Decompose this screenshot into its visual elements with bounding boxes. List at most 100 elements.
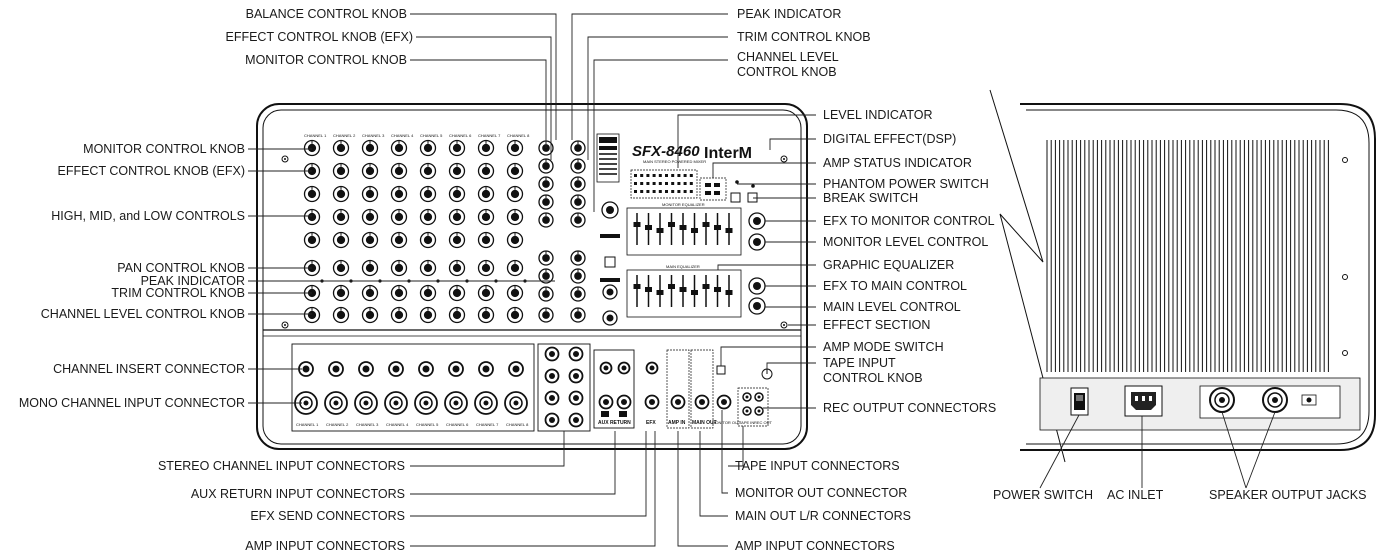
label-channel-level: CHANNEL LEVEL (737, 50, 839, 64)
trim-knob (419, 284, 437, 302)
trim-knob (477, 284, 495, 302)
low-eq-knob (332, 231, 350, 249)
monitor-knob (390, 139, 408, 157)
mid-eq-knob (332, 208, 350, 226)
leader-lines (248, 13, 1276, 547)
eq-slider-cap (668, 222, 675, 227)
monitor-equalizer-label: MONITOR EQUALIZER (662, 202, 705, 207)
label-efx-to-main-control: EFX TO MAIN CONTROL (823, 279, 967, 293)
mid-eq-knob (361, 208, 379, 226)
efx-label: EFX (646, 420, 656, 426)
eq-slider-cap (668, 284, 675, 289)
insert-jack-icon (328, 361, 344, 377)
insert-jack-icon (478, 361, 494, 377)
eq-slider-cap (656, 228, 664, 233)
mid-eq-knob (506, 208, 524, 226)
main-eq-sliders (633, 275, 733, 307)
low-eq-knob (448, 231, 466, 249)
digital-effect-block (596, 133, 620, 183)
label-channel-level-control-knob: CHANNEL LEVEL CONTROL KNOB (41, 307, 245, 321)
svg-text:CHANNEL 6: CHANNEL 6 (446, 422, 469, 427)
monitor-eq-sliders (633, 213, 733, 245)
stereo-jack-icon (544, 412, 560, 428)
monitor-knob (448, 139, 466, 157)
eq-slider-cap (633, 284, 641, 289)
svg-text:CHANNEL 1: CHANNEL 1 (296, 422, 319, 427)
label-trim-control-knob: TRIM CONTROL KNOB (737, 30, 871, 44)
stereo-knob (570, 286, 586, 302)
speaker-output-jacks (1199, 385, 1341, 419)
label-rec-output-connectors: REC OUTPUT CONNECTORS (823, 401, 996, 415)
pan-knob (332, 259, 350, 277)
channel-header: CHANNEL 2 (333, 133, 356, 138)
label-digital-effect: DIGITAL EFFECT(DSP) (823, 132, 956, 146)
eq-slider-cap (714, 287, 721, 292)
high-eq-knob (477, 185, 495, 203)
eq-slider-cap (725, 228, 733, 233)
screw-icons (281, 155, 788, 329)
channel-insert-connectors (298, 361, 524, 377)
eq-slider-cap (702, 284, 710, 289)
label-phantom-power-switch: PHANTOM POWER SWITCH (823, 177, 989, 191)
stereo-jack-icon (544, 346, 560, 362)
label-graphic-equalizer: GRAPHIC EQUALIZER (823, 258, 954, 272)
label-control-knob: CONTROL KNOB (737, 65, 837, 79)
stereo-knob (570, 268, 586, 284)
low-eq-knob (419, 231, 437, 249)
monitor-knob (361, 139, 379, 157)
level-knob (419, 306, 437, 324)
channel-header: CHANNEL 3 (362, 133, 385, 138)
channel-knob-grid (303, 139, 527, 324)
efx-knob (361, 162, 379, 180)
trim-knob (506, 284, 524, 302)
label-tape-input-connectors: TAPE INPUT CONNECTORS (735, 459, 900, 473)
pan-knob (506, 259, 524, 277)
pan-knob (390, 259, 408, 277)
mid-eq-knob (448, 208, 466, 226)
mid-eq-knob (477, 208, 495, 226)
label-monitor-out-connector: MONITOR OUT CONNECTOR (735, 486, 907, 500)
eq-slider-cap (679, 287, 687, 292)
xlr-combo-jack-icon (354, 391, 378, 415)
stereo-jack-icon (568, 390, 584, 406)
label-effect-control-knob: EFFECT CONTROL KNOB (EFX) (225, 30, 413, 44)
stereo-knob (570, 212, 586, 228)
eq-slider-cap (702, 222, 710, 227)
stereo-knob (538, 212, 554, 228)
stereo-knob (570, 250, 586, 266)
efx-knob (448, 162, 466, 180)
channel-headers: CHANNEL 1 CHANNEL 2 CHANNEL 3 CHANNEL 4 … (304, 133, 530, 138)
high-eq-knob (419, 185, 437, 203)
xlr-combo-jack-icon (384, 391, 408, 415)
high-eq-knob (390, 185, 408, 203)
high-eq-knob (448, 185, 466, 203)
front-panel: CHANNEL 1 CHANNEL 2 CHANNEL 3 CHANNEL 4 … (256, 103, 808, 450)
high-eq-knob (303, 185, 321, 203)
stereo-knob (570, 307, 586, 323)
monitor-knob (419, 139, 437, 157)
monitor-knob (506, 139, 524, 157)
efx-knob (419, 162, 437, 180)
label-monitor-control-knob-left: MONITOR CONTROL KNOB (83, 142, 245, 156)
label-tape-input: TAPE INPUT (823, 356, 896, 370)
stereo-channel-knobs (538, 140, 586, 323)
main-out-label: MAIN OUT (692, 420, 717, 426)
level-knob (332, 306, 350, 324)
eq-slider-cap (645, 225, 652, 230)
low-eq-knob (361, 231, 379, 249)
level-knob (390, 306, 408, 324)
channel-header: CHANNEL 8 (507, 133, 530, 138)
pan-knob (419, 259, 437, 277)
label-break-switch: BREAK SWITCH (823, 191, 918, 205)
eq-slider-cap (633, 222, 641, 227)
mid-eq-knob (419, 208, 437, 226)
label-high-mid-low-controls: HIGH, MID, and LOW CONTROLS (51, 209, 245, 223)
label-amp-mode-switch: AMP MODE SWITCH (823, 340, 944, 354)
stereo-channel-input-connectors (544, 346, 584, 428)
label-amp-status-indicator: AMP STATUS INDICATOR (823, 156, 972, 170)
stereo-knob (538, 250, 554, 266)
monitor-knob (332, 139, 350, 157)
label-efx-send-connectors: EFX SEND CONNECTORS (250, 509, 405, 523)
stereo-jack-icon (568, 412, 584, 428)
efx-knob (390, 162, 408, 180)
